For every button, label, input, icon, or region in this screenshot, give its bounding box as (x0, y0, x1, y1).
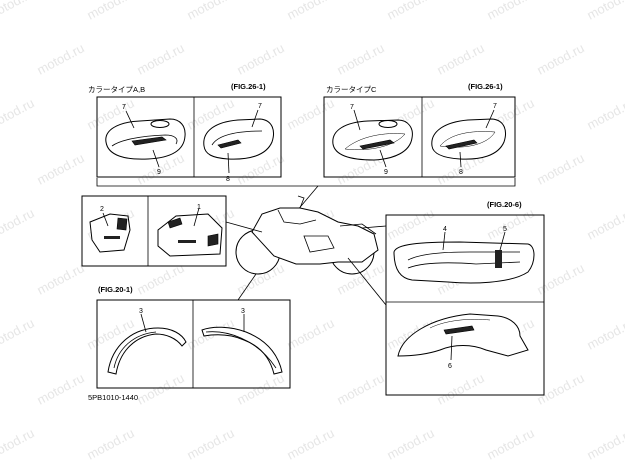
watermark-text: motod.ru (534, 40, 586, 77)
watermark-text: motod.ru (584, 315, 625, 352)
watermark-text: motod.ru (84, 0, 136, 23)
watermark-text: motod.ru (234, 40, 286, 77)
rear-fender-side-drawing (397, 313, 529, 361)
callout-9-tank-c-left: 9 (384, 169, 388, 176)
watermark-text: motod.ru (484, 205, 536, 242)
watermark-text: motod.ru (34, 260, 86, 297)
watermark-text: motod.ru (0, 315, 37, 352)
watermark-text: motod.ru (384, 0, 436, 23)
rear-top-leader-line (361, 225, 387, 229)
front-fender-left-drawing (107, 313, 187, 375)
color-type-ab-label: カラータイプA,B (88, 85, 145, 94)
watermark-text: motod.ru (534, 150, 586, 187)
color-type-c-label: カラータイプC (326, 85, 377, 94)
watermark-text: motod.ru (0, 0, 37, 23)
front-fender-right-drawing (201, 314, 283, 375)
motorcycle-outline (235, 195, 379, 275)
watermark-text: motod.ru (284, 315, 336, 352)
side-cover-left-drawing (89, 212, 131, 253)
watermark-text: motod.ru (134, 40, 186, 77)
watermark-text: motod.ru (134, 370, 186, 407)
callout-7-tank-ab-left: 7 (122, 104, 126, 111)
watermark-text: motod.ru (34, 40, 86, 77)
watermark-text: motod.ru (184, 0, 236, 23)
watermark-text: motod.ru (184, 425, 236, 462)
callout-8-tank-c-right: 8 (459, 169, 463, 176)
front-fender-leader-line (237, 273, 257, 301)
rear-fender-panel (385, 214, 545, 396)
callout-7-tank-ab-right: 7 (258, 103, 262, 110)
watermark-text: motod.ru (434, 40, 486, 77)
watermark-text: motod.ru (334, 370, 386, 407)
watermark-text: motod.ru (84, 425, 136, 462)
side-cover-right-drawing (157, 207, 223, 257)
callout-4-rear-top: 4 (443, 226, 447, 233)
watermark-text: motod.ru (284, 95, 336, 132)
watermark-text: motod.ru (0, 95, 37, 132)
tank-ab-left-drawing (105, 110, 186, 168)
watermark-text: motod.ru (584, 205, 625, 242)
watermark-text: motod.ru (384, 425, 436, 462)
watermark-text: motod.ru (234, 370, 286, 407)
watermark-text: motod.ru (384, 205, 436, 242)
watermark-text: motod.ru (534, 370, 586, 407)
callout-7-tank-c-left: 7 (350, 104, 354, 111)
watermark-text: motod.ru (584, 0, 625, 23)
watermark-text: motod.ru (0, 205, 37, 242)
side-cover-leader-line (225, 221, 263, 233)
watermark-text: motod.ru (34, 150, 86, 187)
watermark-text: motod.ru (534, 260, 586, 297)
rear-fender-leader-line (347, 257, 387, 306)
tank-c-right-drawing (431, 109, 506, 168)
callout-1-side-cover: 1 (197, 204, 201, 211)
front-fender-panel (96, 299, 291, 389)
tank-ab-panel (96, 96, 282, 178)
tank-group-bracket (96, 178, 516, 187)
callout-8-tank-ab-right: 8 (226, 176, 230, 183)
callout-9-tank-ab-left: 9 (157, 169, 161, 176)
watermark-text: motod.ru (584, 95, 625, 132)
callout-5-rear-top: 5 (503, 226, 507, 233)
callout-3-front-fender-left: 3 (139, 308, 143, 315)
tank-ab-right-drawing (203, 109, 274, 174)
watermark-text: motod.ru (334, 40, 386, 77)
callout-7-tank-c-right: 7 (493, 103, 497, 110)
watermark-text: motod.ru (284, 0, 336, 23)
watermark-text: motod.ru (0, 425, 37, 462)
fig-26-1-left-ref: (FIG.26-1) (231, 82, 266, 91)
watermark-text: motod.ru (484, 425, 536, 462)
watermark-text: motod.ru (284, 425, 336, 462)
figure-code: 5PB1010-1440 (88, 393, 138, 402)
side-cover-panel (81, 195, 227, 267)
watermark-text: motod.ru (584, 425, 625, 462)
callout-2-side-cover: 2 (100, 206, 104, 213)
callout-3-front-fender-right: 3 (241, 308, 245, 315)
watermark-text: motod.ru (434, 370, 486, 407)
fig-26-1-right-ref: (FIG.26-1) (468, 82, 503, 91)
watermark-text: motod.ru (34, 370, 86, 407)
rear-fender-top-drawing (393, 231, 535, 284)
fig-20-1-ref: (FIG.20-1) (98, 285, 133, 294)
tank-c-left-drawing (332, 109, 413, 168)
callout-6-rear-fender: 6 (448, 363, 452, 370)
fig-20-6-ref: (FIG.20-6) (487, 200, 522, 209)
tank-c-panel (323, 96, 516, 178)
watermark-text: motod.ru (484, 0, 536, 23)
